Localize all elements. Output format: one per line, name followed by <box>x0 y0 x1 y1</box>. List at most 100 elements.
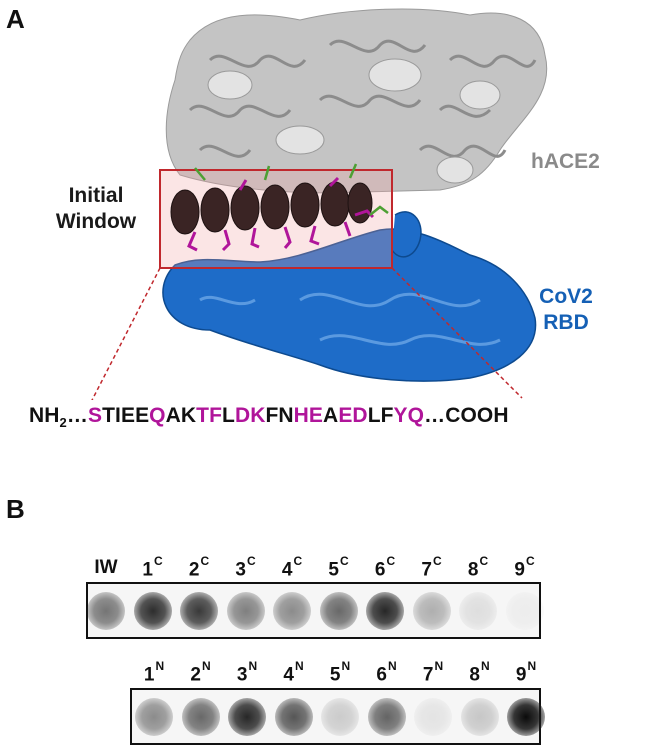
blot-spot <box>87 591 125 630</box>
hace2-label: hACE2 <box>531 150 600 173</box>
residue: A <box>323 404 339 427</box>
lane-label: 9N <box>515 659 536 686</box>
blot-spot <box>366 591 404 630</box>
lane-label-superscript: C <box>479 554 489 568</box>
lane-label: 8N <box>469 659 490 686</box>
lane-label-text: 8 <box>469 664 480 686</box>
lane-label: 1N <box>143 659 164 686</box>
residue: TIEE <box>102 404 150 427</box>
lane-label-superscript: C <box>525 554 535 568</box>
lane-label-text: 1 <box>142 559 153 581</box>
ellipsis-right: … <box>424 404 446 427</box>
highlighted-residue: YQ <box>393 404 425 427</box>
initial-window-label: Initial Window <box>32 183 160 236</box>
dot-blot-row2 <box>130 688 545 745</box>
residue: FN <box>265 404 294 427</box>
blot-spot <box>180 591 218 630</box>
blot-spot <box>181 697 220 736</box>
rbd-label-line1: CoV2 <box>539 285 593 308</box>
lane-label-text: 9 <box>515 664 527 686</box>
highlighted-residue: S <box>87 404 103 427</box>
n-terminus-subscript: 2 <box>59 415 67 431</box>
lane-label: 4C <box>281 554 303 581</box>
lane-label-text: 2 <box>188 559 200 581</box>
highlighted-residue: Q <box>149 404 166 427</box>
lane-label-text: 1 <box>143 664 155 686</box>
lane-label: 7N <box>422 659 443 686</box>
lane-label: 3C <box>235 554 256 581</box>
lane-label-text: 9 <box>514 559 525 581</box>
blot-spot <box>319 591 358 630</box>
lane-label-text: 7 <box>422 664 434 686</box>
sequence-guide-lines <box>91 267 523 400</box>
lane-label: 2N <box>190 659 211 686</box>
blot-spot <box>321 697 359 736</box>
protein-structure-figure <box>91 8 548 400</box>
blot-spot <box>133 591 172 630</box>
blot-spot <box>367 697 406 736</box>
blot-spot <box>459 591 497 630</box>
lane-label-superscript: C <box>339 554 349 568</box>
blot-spot <box>507 697 545 736</box>
lane-label-superscript: C <box>293 554 303 568</box>
lane-label-text: 7 <box>421 559 432 581</box>
blot-spot <box>273 591 311 630</box>
blot-spot <box>460 697 499 736</box>
blot-spot <box>412 591 451 630</box>
highlighted-residue: ED <box>338 404 368 427</box>
panel-b-label: B <box>6 494 25 524</box>
lane-label: 5N <box>329 659 350 686</box>
initial-window-helix <box>170 181 373 235</box>
lane-label-superscript: C <box>386 554 396 568</box>
contact-sidechains <box>194 163 389 216</box>
residue: L <box>222 404 235 427</box>
lane-label: 4N <box>283 659 304 686</box>
n-terminus: NH <box>29 404 60 427</box>
sequence-residues: STIEEQAKTFLDKFNHEAEDLFYQ <box>88 404 424 427</box>
residue: LF <box>367 404 394 427</box>
lane-label: 8C <box>468 554 489 581</box>
lane-label-superscript: C <box>246 554 256 568</box>
lane-label-superscript: N <box>294 659 304 673</box>
lane-label: IW <box>94 557 117 579</box>
residue: AK <box>165 404 197 427</box>
lane-label-superscript: N <box>201 659 211 673</box>
blot-spot <box>228 697 266 736</box>
dot-blot-row1 <box>86 582 544 639</box>
blot-spot <box>226 591 265 630</box>
lane-label-text: 6 <box>374 559 386 581</box>
lane-label: 3N <box>237 659 258 686</box>
lane-label-text: 5 <box>328 559 339 581</box>
lane-label-text: 5 <box>329 664 341 686</box>
rbd-label: CoV2 RBD <box>526 284 606 337</box>
peptide-sequence: NH2…STIEEQAKTFLDKFNHEAEDLFYQ…COOH <box>29 404 509 430</box>
lane-label: 2C <box>188 554 209 581</box>
lane-label-superscript: C <box>432 554 442 568</box>
panel-a-label: A <box>6 4 25 34</box>
lane-label-superscript: N <box>248 659 258 673</box>
lane-label: 7C <box>421 554 442 581</box>
initial-window-label-line2: Window <box>55 210 137 234</box>
lane-label-text: 6 <box>376 664 387 686</box>
lane-label: 9C <box>514 554 535 581</box>
blot-spot <box>414 697 452 736</box>
lane-label: 6C <box>374 554 396 581</box>
lane-label-text: IW <box>94 557 118 578</box>
lane-label-text: 3 <box>235 559 246 581</box>
lane-label-superscript: N <box>387 659 397 673</box>
highlighted-residue: TF <box>196 404 222 427</box>
blot-spot <box>274 697 313 736</box>
highlighted-residue: HE <box>293 404 324 427</box>
blot-spot <box>505 591 544 630</box>
ellipsis-left: … <box>66 404 88 427</box>
c-terminus: COOH <box>445 404 509 427</box>
lane-label: 1C <box>142 554 162 581</box>
highlighted-sidechains <box>187 176 375 252</box>
lane-label-text: 4 <box>283 664 294 686</box>
lane-label-superscript: N <box>480 659 490 673</box>
lane-label: 5C <box>328 554 349 581</box>
highlighted-residue: DK <box>234 404 266 427</box>
lane-label-text: 4 <box>281 559 293 581</box>
initial-window-label-line1: Initial <box>68 184 124 207</box>
